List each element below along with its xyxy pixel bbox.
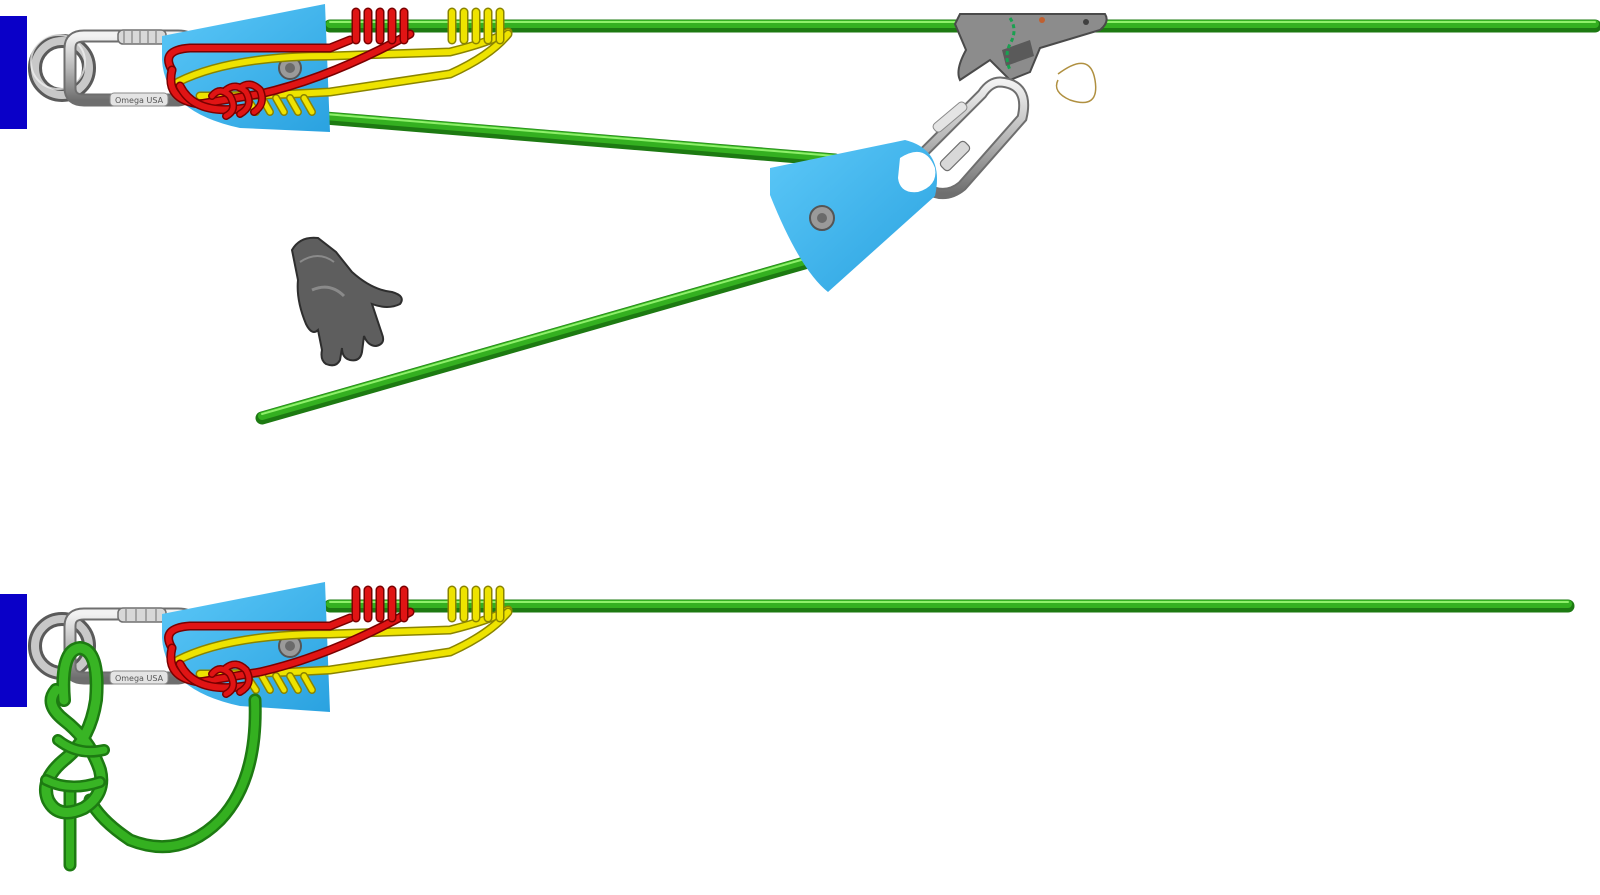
red-prusik-cord — [164, 7, 415, 120]
main-rope-return-leg — [318, 111, 842, 167]
main-rope-haul-leg[interactable] — [255, 255, 815, 425]
figure-eight-knot-icon[interactable] — [39, 640, 262, 872]
anchor-plate-icon — [0, 16, 27, 129]
pulley-icon[interactable] — [770, 140, 937, 292]
red-prusik-cord — [164, 585, 415, 698]
haul-system: Omega USA — [0, 4, 1600, 425]
carabiner-engraving: Omega USA — [115, 96, 164, 105]
anchor-ring-icon — [28, 34, 96, 102]
glove-icon — [290, 236, 403, 367]
rope-grab-icon[interactable] — [953, 13, 1108, 104]
anchor-plate-icon — [0, 594, 27, 707]
tied-off-system: Omega USA — [0, 582, 1575, 872]
main-rope-top — [323, 599, 1575, 613]
carabiner-engraving: Omega USA — [115, 674, 164, 683]
